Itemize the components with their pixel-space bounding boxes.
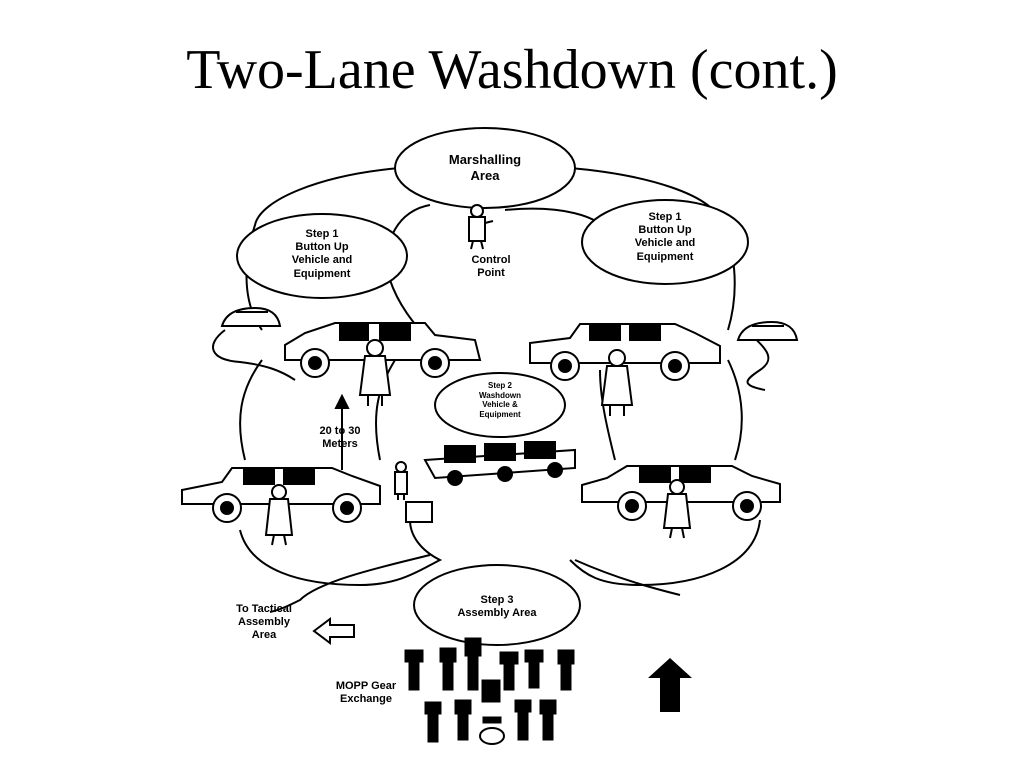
figure-washer-bottom-right-icon [662,479,692,539]
figure-washer-bottom-left-icon [264,484,294,546]
figure-washer-right-icon [600,349,634,416]
figure-washer-left-icon [358,339,392,406]
washdown-truck-icon [423,441,576,486]
step3-label: Step 3 Assembly Area [457,594,537,620]
lane-path-bottom-left [269,554,431,613]
mopp-exchange-label: MOPP Gear Exchange [335,680,397,706]
distance-arrowhead [334,393,350,409]
step1-right-ellipse [581,199,749,285]
marshalling-area-label: Marshalling Area [448,152,522,183]
lane-path-lower-right [569,519,761,587]
control-point-label: Control Point [471,254,511,280]
to-tactical-label: To Tactical Assembly Area [236,603,292,642]
lane-path-left-mid [239,359,263,461]
lane-path-left-loop [212,329,296,381]
step1-right-label: Step 1 Button Up Vehicle and Equipment [634,211,696,263]
slide-title: Two-Lane Washdown (cont.) [186,39,838,101]
to-tactical-arrow-icon [312,617,355,645]
lane-path-center-left [374,359,396,461]
vehicle-top-right-icon [529,323,721,381]
step1-left-label: Step 1 Button Up Vehicle and Equipment [291,228,353,280]
step3-ellipse [413,564,581,646]
distance-label: 20 to 30 Meters [319,425,361,451]
up-arrow-icon [648,658,692,712]
step2-label: Step 2 Washdown Vehicle & Equipment [479,381,521,419]
marshalling-area-ellipse [394,127,576,209]
lane-path-right-mid [727,359,743,461]
lane-path-center-right [599,369,616,461]
figure-washer-center-icon [394,461,408,500]
lane-path-lower-left [239,519,443,587]
vehicle-top-left-icon [284,322,482,378]
mopp-group-icon [404,637,575,743]
lane-path-right-loop [744,329,770,391]
step1-left-ellipse [236,213,408,299]
step2-ellipse [434,372,566,438]
helmet-left-icon [220,306,282,327]
lane-path-bottom-right [574,559,681,596]
lane-path-outer-left [245,167,401,331]
bucket-icon [405,501,433,523]
mopp-bag-icon [479,727,505,745]
figure-control-point-icon [468,204,494,250]
helmet-right-icon [736,320,799,341]
